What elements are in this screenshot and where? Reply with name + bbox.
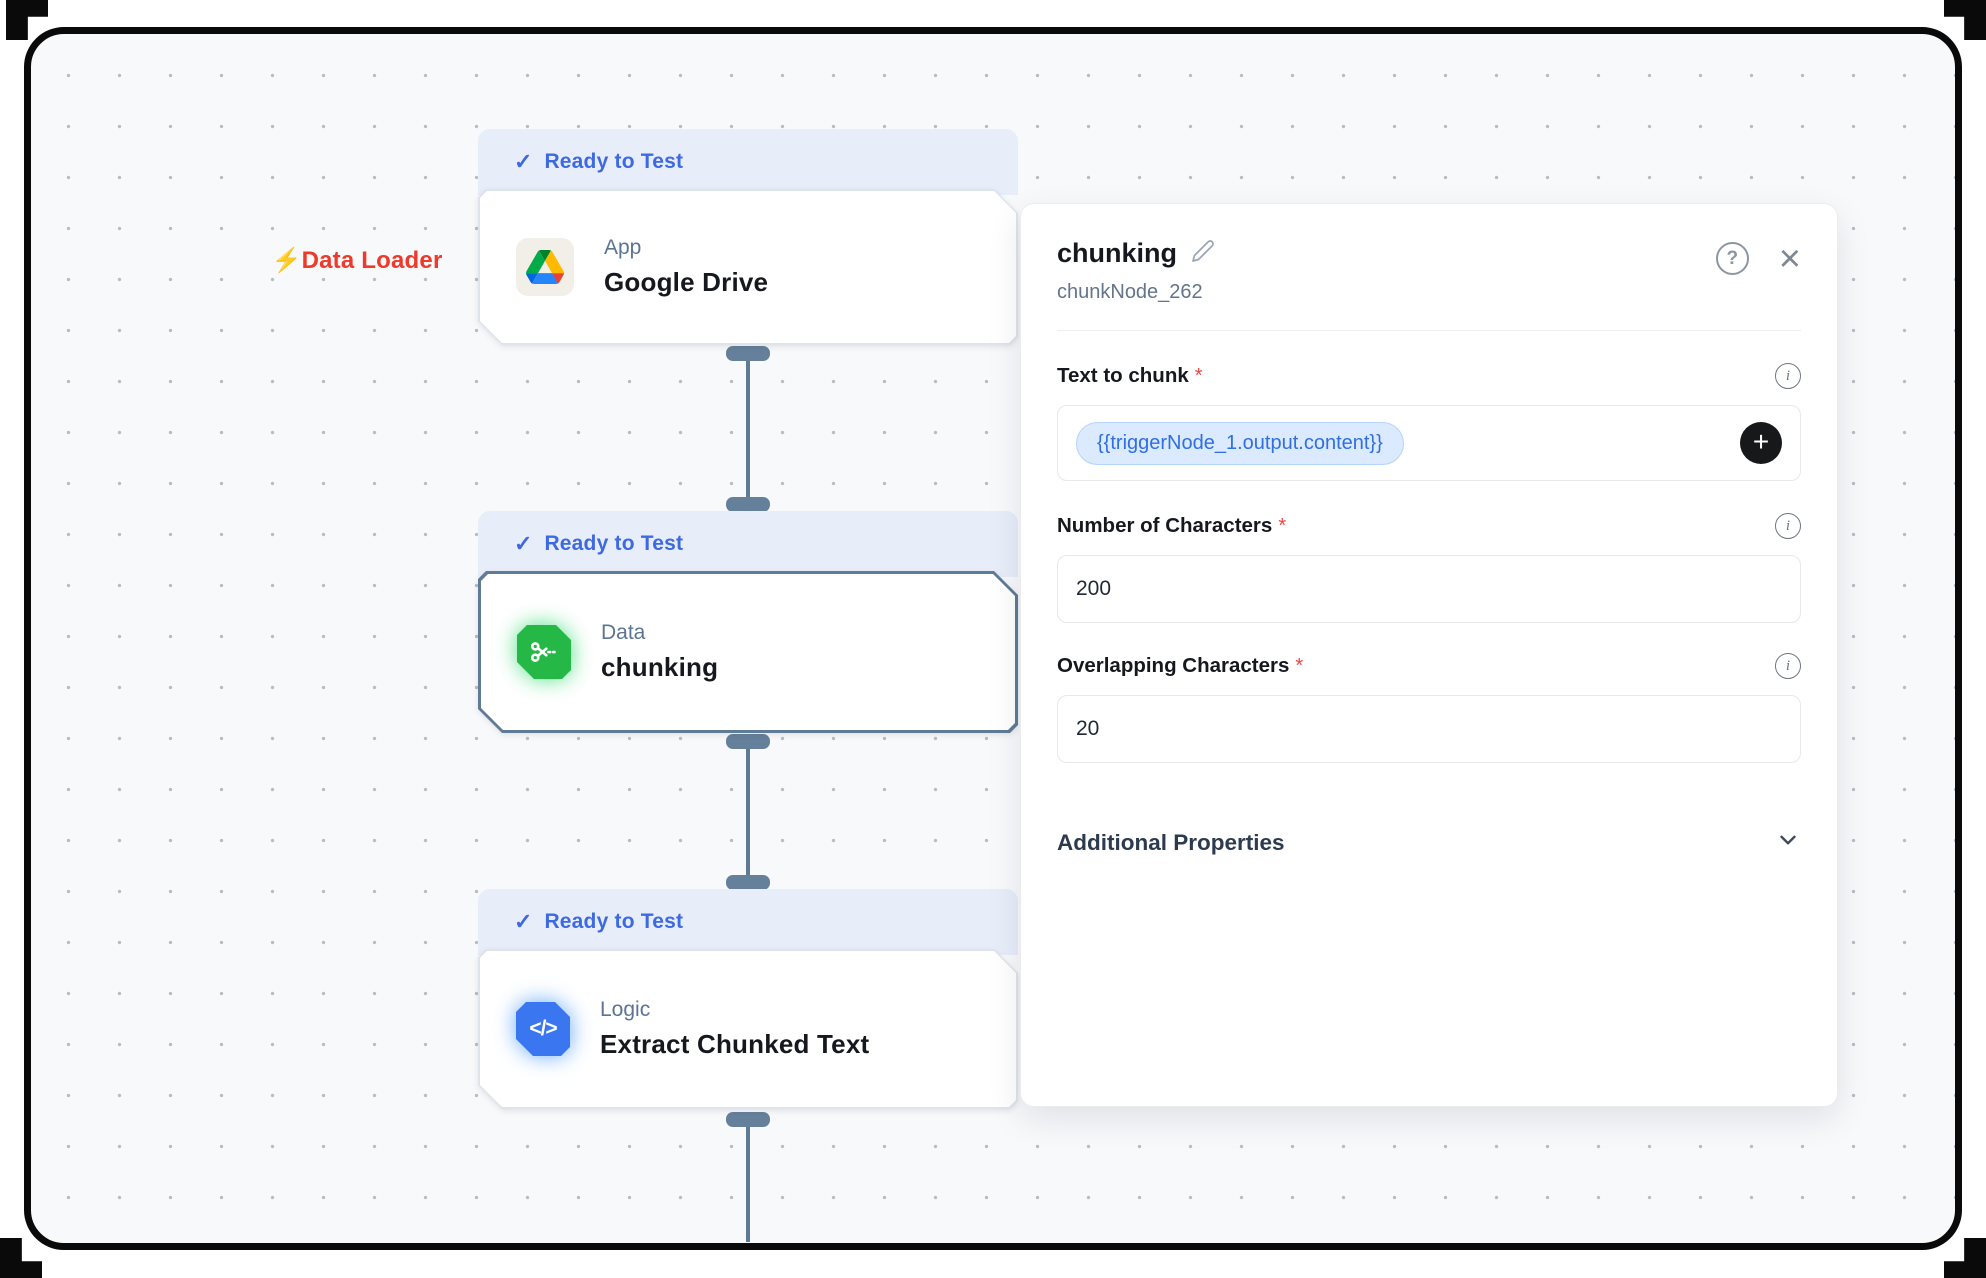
edge-handle[interactable] bbox=[726, 1112, 770, 1127]
node-category: Logic bbox=[600, 998, 651, 1021]
edge-handle[interactable] bbox=[726, 734, 770, 749]
node-card-extract-chunked-text[interactable]: </> Logic Extract Chunked Text bbox=[480, 951, 1016, 1107]
status-badge: ✓ Ready to Test bbox=[478, 511, 1018, 577]
status-badge-label: Ready to Test bbox=[544, 910, 684, 933]
code-icon: </> bbox=[516, 1002, 570, 1056]
required-marker: * bbox=[1194, 365, 1203, 387]
overlapping-characters-input[interactable]: 20 bbox=[1057, 695, 1801, 763]
check-icon: ✓ bbox=[514, 909, 533, 934]
info-icon[interactable]: i bbox=[1775, 363, 1801, 389]
node-category: Data bbox=[601, 621, 646, 644]
edge-handle[interactable] bbox=[726, 346, 770, 361]
scissors-icon bbox=[517, 625, 571, 679]
edit-icon[interactable] bbox=[1191, 239, 1215, 268]
node-title: chunking bbox=[601, 652, 719, 682]
node-google-drive: ✓ Ready to Test bbox=[478, 129, 1018, 347]
edge-handle[interactable] bbox=[726, 497, 770, 512]
google-drive-icon bbox=[516, 238, 574, 296]
node-category: App bbox=[604, 236, 642, 259]
status-badge-label: Ready to Test bbox=[544, 532, 684, 555]
check-icon: ✓ bbox=[514, 531, 533, 556]
edge-line bbox=[746, 742, 750, 882]
lightning-icon: ⚡ bbox=[271, 247, 302, 274]
node-chunking: ✓ Ready to Test bbox=[478, 511, 1018, 737]
node-card-chunking[interactable]: Data chunking bbox=[481, 574, 1015, 730]
node-title: Google Drive bbox=[604, 267, 769, 297]
corner-mark bbox=[0, 1238, 42, 1278]
corner-mark bbox=[1944, 1238, 1986, 1278]
node-card-google-drive[interactable]: App Google Drive bbox=[480, 191, 1016, 343]
field-label-number-of-characters: Number of Characters bbox=[1057, 514, 1273, 537]
field-label-text-to-chunk: Text to chunk bbox=[1057, 364, 1189, 387]
status-badge-label: Ready to Test bbox=[544, 150, 684, 173]
number-of-characters-input[interactable]: 200 bbox=[1057, 555, 1801, 623]
section-title: Additional Properties bbox=[1057, 829, 1285, 855]
chevron-down-icon bbox=[1775, 827, 1801, 858]
edge-handle[interactable] bbox=[726, 875, 770, 890]
workflow-canvas: ⚡Data Loader ✓ Ready to Test bbox=[31, 34, 1955, 1243]
edge-line bbox=[746, 354, 750, 504]
node-title: Extract Chunked Text bbox=[600, 1029, 870, 1059]
required-marker: * bbox=[1295, 655, 1304, 677]
group-label-data-loader: ⚡Data Loader bbox=[227, 246, 487, 275]
help-icon[interactable]: ? bbox=[1715, 242, 1749, 275]
additional-properties-toggle[interactable]: Additional Properties bbox=[1057, 827, 1801, 858]
node-extract-chunked-text: ✓ Ready to Test </> Logic Extract Chunke… bbox=[478, 889, 1018, 1115]
node-config-panel: chunking chunkNode_262 ? × Text to chunk… bbox=[1020, 203, 1838, 1107]
required-marker: * bbox=[1278, 515, 1287, 537]
group-label-text: Data Loader bbox=[301, 247, 443, 274]
workflow-frame: ⚡Data Loader ✓ Ready to Test bbox=[24, 27, 1962, 1250]
panel-title: chunking bbox=[1057, 238, 1177, 268]
status-badge: ✓ Ready to Test bbox=[478, 889, 1018, 955]
info-icon[interactable]: i bbox=[1775, 513, 1801, 539]
status-badge: ✓ Ready to Test bbox=[478, 129, 1018, 195]
info-icon[interactable]: i bbox=[1775, 653, 1801, 679]
close-icon[interactable]: × bbox=[1778, 237, 1801, 280]
edge-line bbox=[746, 1120, 750, 1242]
field-label-overlapping-characters: Overlapping Characters bbox=[1057, 654, 1290, 677]
node-id: chunkNode_262 bbox=[1057, 281, 1203, 303]
check-icon: ✓ bbox=[514, 149, 533, 174]
text-to-chunk-input[interactable]: {{triggerNode_1.output.content}} + bbox=[1057, 405, 1801, 481]
add-variable-button[interactable]: + bbox=[1740, 422, 1782, 464]
divider bbox=[1057, 330, 1801, 331]
variable-chip[interactable]: {{triggerNode_1.output.content}} bbox=[1076, 421, 1404, 465]
